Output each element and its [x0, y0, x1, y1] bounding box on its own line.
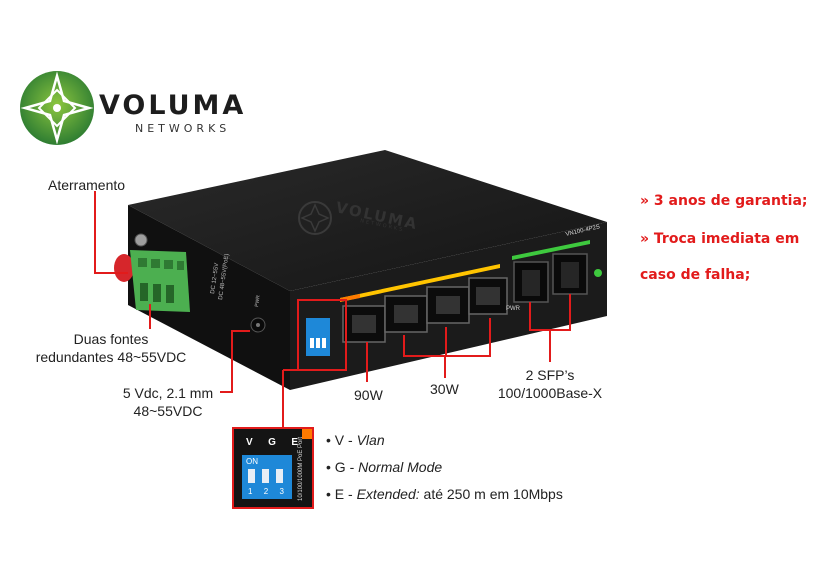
label-30w: 30W [430, 381, 459, 397]
label-sfp-line1: 2 SFP’s [525, 367, 575, 383]
dip-switch-zoom-inset: V G E ON 1 2 3 10/100/1000M PoE Port [232, 427, 314, 509]
pwr-print: PWR [506, 306, 521, 312]
dip-legend-v-sep: - [344, 432, 357, 448]
sfp-green-strip [512, 240, 590, 260]
label-sfp-line2: 100/1000Base-X [497, 385, 603, 401]
aterramento-callout-line [94, 191, 128, 274]
dip-legend-g-key: G [334, 459, 346, 475]
inset-key-v: V [246, 437, 253, 448]
dip-legend-g: • G - Normal Mode [326, 459, 443, 475]
dip-lever-3 [276, 469, 283, 483]
logo-name: VOLUMA [99, 90, 247, 121]
switch-top-face [128, 150, 607, 291]
inset-dip-body: ON 1 2 3 [242, 455, 292, 499]
red-connector-icon [114, 254, 134, 282]
dip-legend-v: • V - Vlan [326, 432, 385, 448]
label-aterramento: Aterramento [48, 177, 126, 193]
inset-num-1: 1 [248, 487, 253, 496]
sfp-slot-1 [513, 261, 549, 303]
dip-legend-g-sep: - [345, 459, 359, 475]
voluma-logo: VOLUMA NETWORKS [17, 68, 243, 148]
label-duas-fontes: Duas fontes redundantes 48~55VDC [26, 330, 196, 366]
label-sfp: 2 SFP’s 100/1000Base-X [486, 366, 614, 402]
inset-num-2: 2 [263, 487, 269, 496]
note-replacement: » Troca imediata em [640, 231, 800, 247]
rj45-port-2 [384, 295, 428, 333]
note-warranty: » 3 anos de garantia; [640, 193, 808, 209]
switch-left-face [128, 205, 290, 390]
rj45-port-1 [342, 305, 386, 343]
sfp-slot-2 [552, 253, 588, 295]
dip-legend-g-desc: Normal Mode [358, 459, 443, 475]
inset-caption: 10/100/1000M PoE Port [298, 436, 304, 501]
logo-subtitle: NETWORKS [135, 122, 231, 135]
dip-lever-2 [262, 469, 269, 483]
dc-label-1: DC 12~55V [210, 263, 220, 295]
label-vdc-line2: 48~55VDC [133, 403, 203, 419]
voluma-logo-emblem [20, 71, 94, 145]
inset-orange-corner [302, 429, 312, 439]
vdc-callout-line [220, 330, 250, 393]
label-duas-fontes-line2: redundantes 48~55VDC [35, 349, 187, 365]
inset-num-3: 3 [279, 487, 284, 496]
label-duas-fontes-line1: Duas fontes [73, 331, 149, 347]
dip-legend-e-sep: - [344, 486, 357, 502]
inset-key-e: E [291, 437, 298, 448]
label-vdc: 5 Vdc, 2.1 mm 48~55VDC [110, 384, 226, 420]
inset-dip-numbers: 1 2 3 [248, 487, 284, 496]
dip-legend-v-desc: Vlan [356, 432, 385, 448]
dip-highlight-frame [297, 299, 347, 371]
dip-legend-e-extra: até 250 m em 10Mbps [419, 486, 563, 502]
note-replacement-cont: caso de falha; [640, 267, 751, 283]
inset-key-g: G [268, 437, 276, 448]
dip-legend-e: • E - Extended: até 250 m em 10Mbps [326, 486, 563, 502]
dip-legend-v-key: V [334, 432, 345, 448]
top-emblem-icon [298, 201, 332, 235]
dip-lever-1 [248, 469, 255, 483]
dip-legend-e-key: E [334, 486, 345, 502]
poe-strip-icon [340, 264, 500, 302]
label-vdc-line1: 5 Vdc, 2.1 mm [122, 385, 214, 401]
pwr2-print: PWR [254, 295, 262, 308]
label-90w: 90W [354, 387, 383, 403]
rj45-port-3 [426, 286, 470, 324]
inset-dip-on-label: ON [246, 457, 258, 466]
front-dip-switch [306, 318, 330, 356]
dip-legend-e-desc: Extended: [356, 486, 420, 502]
power-led-icon [594, 269, 602, 277]
inset-dip-keys: V G E [246, 437, 298, 448]
ground-screw-icon [134, 233, 148, 247]
rj45-port-4 [468, 277, 508, 315]
